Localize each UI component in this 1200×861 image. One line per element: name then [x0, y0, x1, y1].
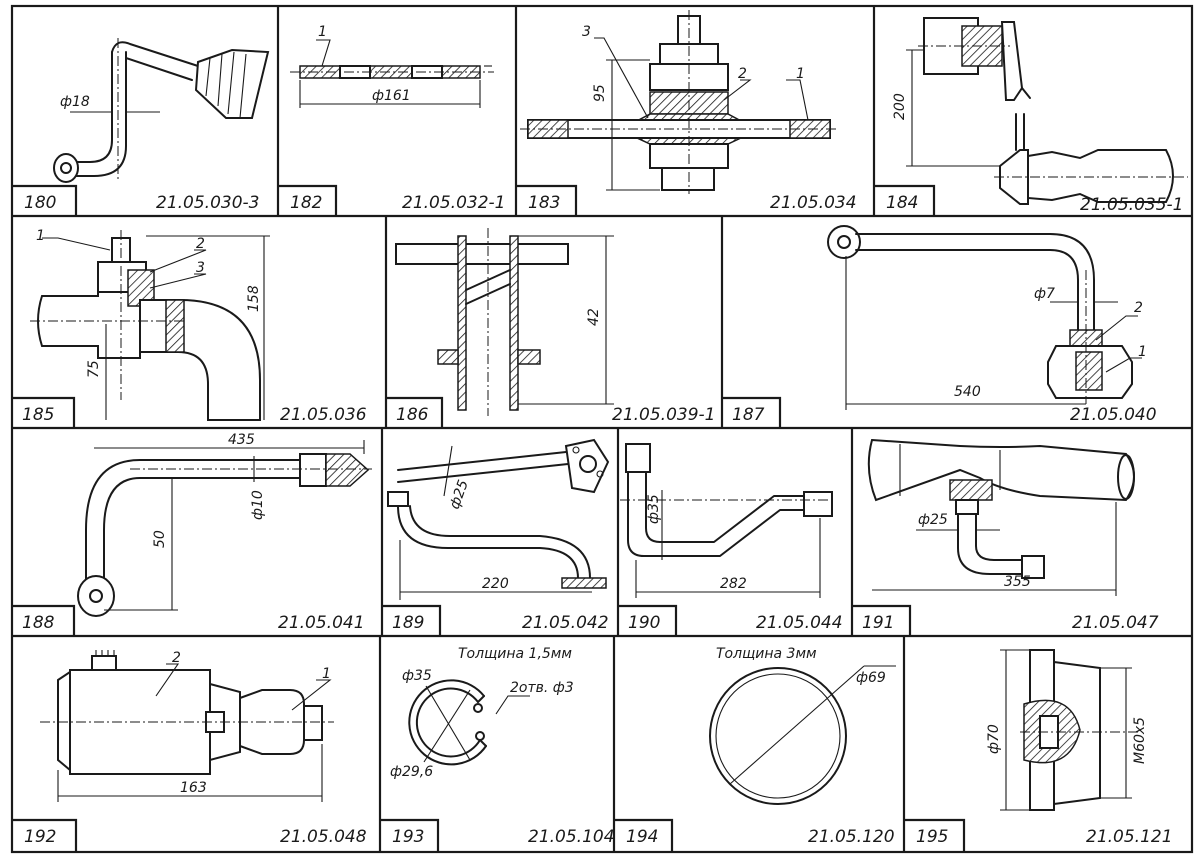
- number-boxes: [12, 184, 966, 852]
- panel-195-dim-0: ф70: [986, 724, 1002, 754]
- panel-184-code: 21.05.035-1: [1080, 195, 1183, 215]
- panel-189: ф25 220 189 21.05.042: [387, 438, 610, 633]
- panel-185-callout-1: 2: [196, 236, 205, 252]
- panel-191: ф25 355 191 21.05.047: [862, 438, 1159, 633]
- panel-188-code: 21.05.041: [278, 613, 365, 633]
- panel-195-dim-1: M60x5: [1132, 717, 1148, 764]
- panel-185-dim-1: 75: [86, 360, 102, 378]
- panel-184: 200 184 21.05.035-1: [886, 17, 1188, 215]
- panel-189-dim-1: 220: [482, 576, 509, 592]
- panel-195-number: 195: [916, 827, 948, 847]
- panel-188: 435 ф10 50 188 21.05.041: [22, 432, 372, 633]
- panel-192: 163 2 1 192 21.05.048: [24, 650, 367, 847]
- panel-180-dim-0: ф18: [60, 94, 90, 110]
- panel-184-dim-0: 200: [892, 93, 908, 120]
- panel-180: ф18 180 21.05.030-3: [24, 38, 270, 213]
- panel-186-dim-0: 42: [586, 308, 602, 326]
- panel-187-number: 187: [732, 405, 765, 425]
- panel-185-number: 185: [22, 405, 54, 425]
- panel-194-note: Толщина 3мм: [716, 646, 817, 662]
- panel-186-code: 21.05.039-1: [612, 405, 715, 425]
- panel-182-number: 182: [290, 193, 322, 213]
- panel-195: ф70 M60x5 195 21.05.121: [916, 649, 1173, 847]
- panel-190-dim-1: 282: [720, 576, 747, 592]
- panel-188-dim-0: 435: [228, 432, 255, 448]
- panel-184-number: 184: [886, 193, 918, 213]
- panel-189-dim-0: ф25: [447, 478, 472, 512]
- panel-187-callout-1: 1: [1138, 344, 1147, 360]
- panel-188-dim-1: ф10: [250, 490, 266, 520]
- panel-191-number: 191: [862, 613, 894, 633]
- panel-189-number: 189: [392, 613, 424, 633]
- panel-190-number: 190: [628, 613, 660, 633]
- panel-194-dim-0: ф69: [856, 670, 886, 686]
- panel-194: Толщина 3мм ф69 194 21.05.120: [626, 646, 896, 847]
- panel-192-dim-0: 163: [180, 780, 207, 796]
- panel-182-callout-0: 1: [318, 24, 327, 40]
- panel-182-dim-0: ф161: [372, 88, 411, 104]
- panel-193-callout-0: 2отв. ф3: [510, 680, 574, 696]
- panel-186: 42 186 21.05.039-1: [395, 228, 715, 425]
- panel-192-callout-0: 2: [172, 650, 181, 666]
- panel-187-dim-0: ф7: [1034, 286, 1055, 302]
- panel-182: 1 ф161 182 21.05.032-1: [290, 24, 505, 213]
- panel-185: 158 75 1 2 3 185 21.05.036: [22, 228, 367, 425]
- panel-186-number: 186: [396, 405, 429, 425]
- panel-183-callout-2: 1: [796, 66, 805, 82]
- panel-180-code: 21.05.030-3: [156, 193, 259, 213]
- panel-191-dim-1: 355: [1004, 574, 1031, 590]
- panel-182-code: 21.05.032-1: [402, 193, 505, 213]
- panel-193-dim-0: ф35: [402, 668, 432, 684]
- grid-frame: [10, 4, 1194, 854]
- panel-192-callout-1: 1: [322, 666, 331, 682]
- panel-193: Толщина 1,5мм ф35 ф29,6 2отв. ф3 193 21.…: [390, 646, 615, 847]
- panel-183-number: 183: [528, 193, 560, 213]
- panel-190-dim-0: ф35: [646, 494, 662, 524]
- panel-187: ф7 540 2 1 187 21.05.040: [732, 225, 1157, 425]
- panel-185-callout-0: 1: [36, 228, 45, 244]
- panel-191-code: 21.05.047: [1072, 613, 1159, 633]
- panel-191-dim-0: ф25: [918, 512, 948, 528]
- panel-187-code: 21.05.040: [1070, 405, 1157, 425]
- panel-185-dim-0: 158: [246, 285, 262, 312]
- panel-183-callout-0: 3: [582, 24, 591, 40]
- panel-192-code: 21.05.048: [280, 827, 367, 847]
- panel-188-dim-2: 50: [152, 530, 168, 548]
- panel-193-dim-1: ф29,6: [390, 764, 433, 780]
- panel-183: 95 3 2 1 183 21.05.034: [520, 10, 857, 213]
- panel-180-number: 180: [24, 193, 56, 213]
- panel-183-dim-0: 95: [592, 84, 608, 102]
- panel-193-number: 193: [392, 827, 424, 847]
- panel-187-dim-1: 540: [954, 384, 981, 400]
- panel-194-code: 21.05.120: [808, 827, 895, 847]
- panel-192-number: 192: [24, 827, 56, 847]
- panel-195-code: 21.05.121: [1086, 827, 1173, 847]
- panel-190: ф35 282 190 21.05.044: [620, 443, 843, 633]
- panel-190-code: 21.05.044: [756, 613, 843, 633]
- panel-183-code: 21.05.034: [770, 193, 857, 213]
- panel-193-code: 21.05.104: [528, 827, 615, 847]
- panel-185-callout-2: 3: [196, 260, 205, 276]
- panel-185-code: 21.05.036: [280, 405, 367, 425]
- panel-189-code: 21.05.042: [522, 613, 609, 633]
- panel-193-note: Толщина 1,5мм: [458, 646, 572, 662]
- panel-194-number: 194: [626, 827, 658, 847]
- panel-183-callout-1: 2: [738, 66, 747, 82]
- panel-188-number: 188: [22, 613, 55, 633]
- panel-187-callout-0: 2: [1134, 300, 1143, 316]
